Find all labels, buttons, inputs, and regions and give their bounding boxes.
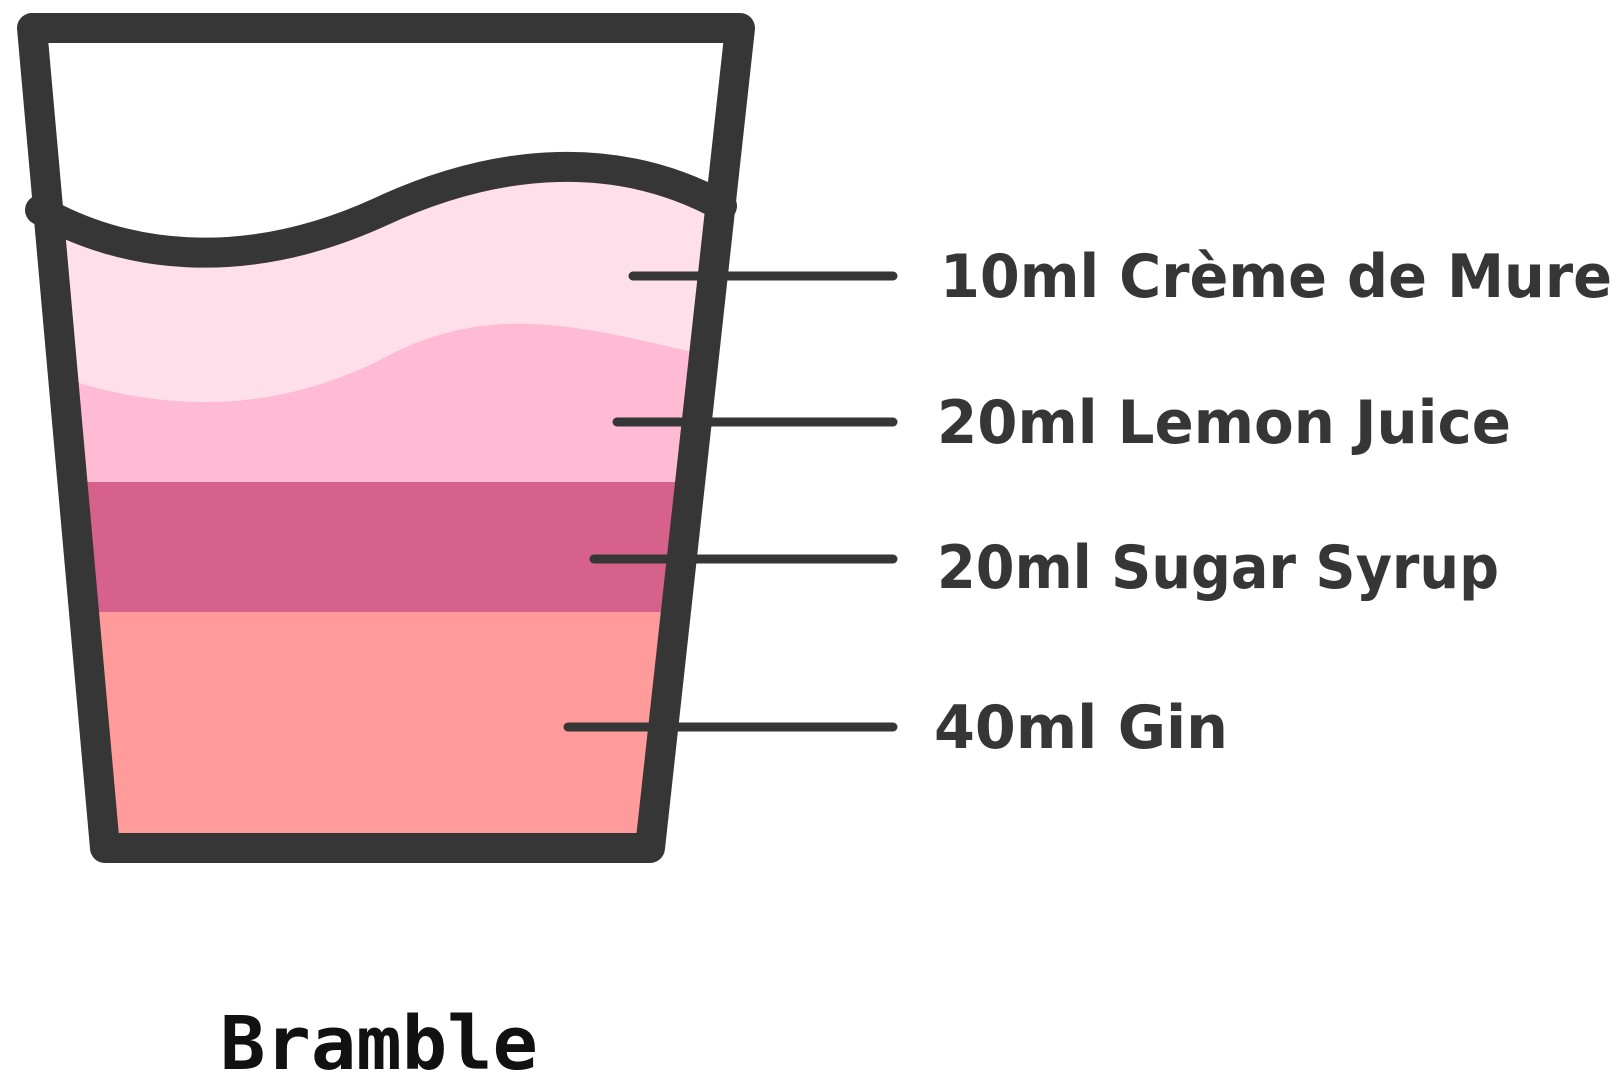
glass-outline — [17, 13, 755, 863]
ingredient-label-lemon-juice: 20ml Lemon Juice — [937, 388, 1511, 458]
ingredient-label-sugar-syrup: 20ml Sugar Syrup — [937, 533, 1499, 603]
ingredient-label-creme-de-mure: 10ml Crème de Mure — [940, 242, 1612, 312]
liquid-surface — [25, 151, 737, 268]
liquid-layers — [32, 176, 730, 848]
drink-title: Bramble — [220, 1001, 538, 1077]
ingredient-label-gin: 40ml Gin — [934, 693, 1228, 763]
leader-lines — [563, 271, 898, 732]
